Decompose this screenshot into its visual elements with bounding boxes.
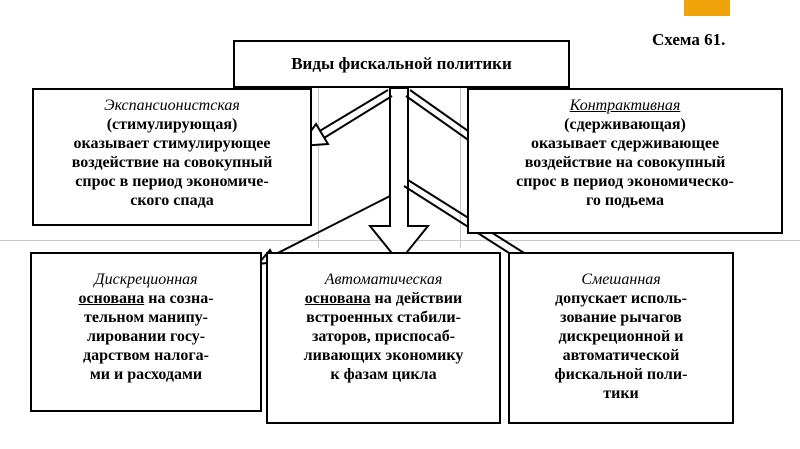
box-heading: Автоматическая xyxy=(324,271,443,288)
box-line: воздействие на совокупный xyxy=(71,154,273,171)
underlined-word: основана xyxy=(78,290,145,307)
box-line: встроенных стабили- xyxy=(306,309,461,326)
box-line: спрос в период экономическо- xyxy=(516,173,734,190)
box-line: лировании госу- xyxy=(86,328,206,345)
box-discretionary: Дискреционная основана на созна- тельном… xyxy=(30,252,262,412)
grid-line xyxy=(460,88,461,248)
box-line: дарством налога- xyxy=(82,347,209,364)
first-line-rest: на действии xyxy=(370,290,463,307)
box-line: (сдерживающая) xyxy=(564,116,686,133)
box-line: спрос в период экономиче- xyxy=(75,173,269,190)
box-line: тики xyxy=(603,385,639,402)
box-line-first: основана на созна- xyxy=(32,289,260,308)
box-line: го подьема xyxy=(585,192,665,209)
box-heading: Дискреционная xyxy=(94,271,198,288)
box-line: дискреционной и xyxy=(558,328,684,345)
accent-block xyxy=(684,0,730,16)
box-heading: Контрактивная xyxy=(569,97,681,114)
box-line: заторов, приспосаб- xyxy=(311,328,456,345)
box-line: фискальной поли- xyxy=(554,366,688,383)
box-heading: Экспансионистская xyxy=(104,97,240,114)
box-line: ского спада xyxy=(130,192,214,209)
box-line: (стимулирующая) xyxy=(106,116,238,133)
first-line-rest: на созна- xyxy=(144,290,214,307)
underlined-word: основана xyxy=(304,290,371,307)
box-mixed: Смешанная допускает исполь- зование рыча… xyxy=(508,252,734,424)
arrow-center xyxy=(367,87,431,264)
scheme-label: Схема 61. xyxy=(652,30,726,49)
box-heading: Смешанная xyxy=(581,271,661,288)
box-line: ливающих экономику xyxy=(303,347,464,364)
box-line: оказывает стимулирующее xyxy=(73,135,271,152)
box-line: автоматической xyxy=(562,347,680,364)
box-contractionary: Контрактивная (сдерживающая) оказывает с… xyxy=(467,88,783,234)
box-line-first: основана на действии xyxy=(268,289,499,308)
box-line: зование рычагов xyxy=(560,309,682,326)
box-line: оказывает сдерживающее xyxy=(530,135,720,152)
title-box: Виды фискальной политики xyxy=(233,40,570,88)
box-line: допускает исполь- xyxy=(555,290,687,307)
box-line: воздействие на совокупный xyxy=(524,154,726,171)
box-expansionary: Экспансионистская (стимулирующая) оказыв… xyxy=(32,88,312,226)
box-automatic: Автоматическая основана на действии встр… xyxy=(266,252,501,424)
box-line: к фазам цикла xyxy=(330,366,437,383)
grid-line xyxy=(318,88,319,248)
box-line: ми и расходами xyxy=(89,366,203,383)
box-line: тельном манипу- xyxy=(84,309,208,326)
